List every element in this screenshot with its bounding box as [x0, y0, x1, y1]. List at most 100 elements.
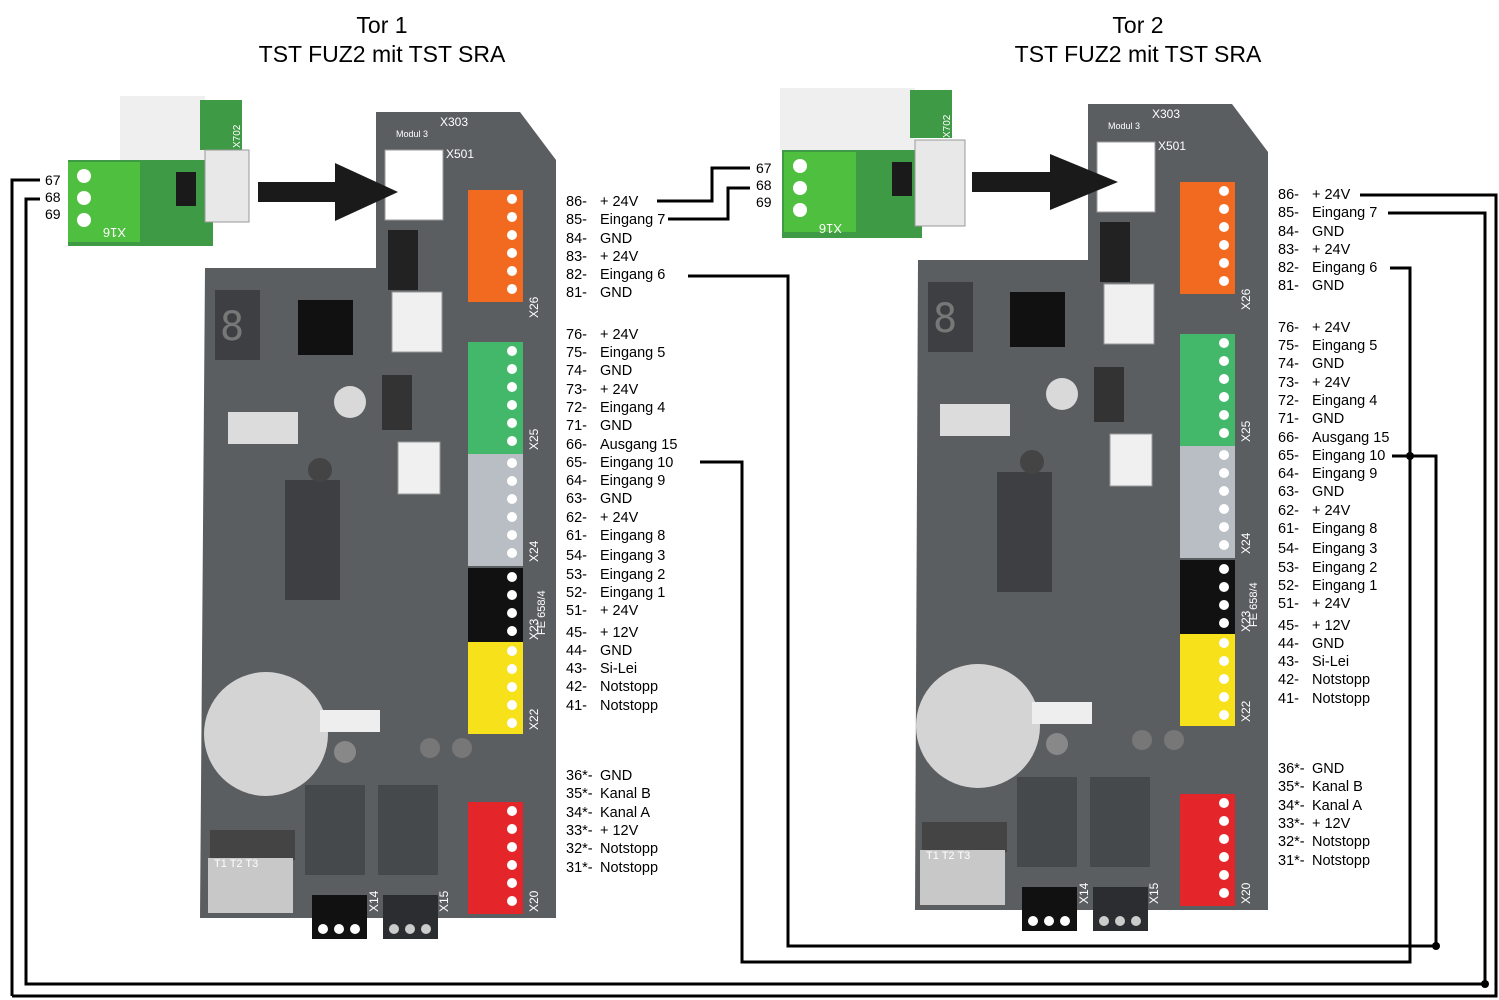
gate2-pin-row: 76- + 24V	[1278, 319, 1389, 337]
gate2-pin-row: 61-Eingang 8	[1278, 520, 1389, 538]
gate2-pin-number: 42-	[1278, 672, 1299, 689]
gate2-pin-row: 82-Eingang 6	[1278, 259, 1389, 277]
wire-t1-82-to-t2-66	[688, 274, 1438, 948]
gate1-cpu	[298, 300, 353, 355]
gate2-label-fe: FE 658/4	[1248, 582, 1260, 627]
wire-junction-3	[1481, 980, 1489, 988]
gate1-pin-label: Notstopp	[600, 679, 659, 696]
gate2-label-x501: X501	[1158, 139, 1186, 153]
gate1-pin-number: 61-	[566, 528, 587, 545]
gate2-pin-row: 75-Eingang 5	[1278, 337, 1389, 355]
gate2-terminal-x26: X26	[1180, 182, 1253, 310]
gate2-pin-row: 52-Eingang 1	[1278, 577, 1389, 595]
gate2-pin-row: 45-+ 12V	[1278, 617, 1389, 635]
gate2-terminal-x23: X23	[1180, 560, 1253, 634]
gate1-pin-number: 54-	[566, 548, 587, 565]
gate2-pin-number: 61-	[1278, 521, 1299, 538]
gate2-pin-label: + 24V	[1312, 319, 1351, 336]
gate2-terminal-67: 67	[756, 160, 772, 176]
gate1-pin-row: 76-+ 24V	[566, 326, 677, 344]
svg-text:8: 8	[933, 296, 957, 342]
gate1-pin-label: Eingang 8	[600, 528, 666, 545]
gate2-pin-label: + 24V	[1312, 241, 1351, 258]
wire-t1-67-to-t2-86	[10, 178, 40, 996]
gate2-label-modul3: Modul 3	[1108, 121, 1140, 131]
gate1-pin-label: + 24V	[600, 326, 639, 343]
gate1-label-x20: X20	[527, 890, 541, 912]
gate2-label-x14: X14	[1077, 882, 1091, 904]
gate2-pin-label: Eingang 7	[1312, 205, 1378, 222]
gate1-terminal-x25: X25	[468, 342, 541, 454]
gate1-pin-number: 85-	[566, 212, 587, 229]
gate2-pin-number: 65-	[1278, 447, 1299, 464]
gate2-pin-row: 86-+ 24V	[1278, 186, 1389, 204]
gate2-pin-row: 84-GND	[1278, 223, 1389, 241]
gate1-radio-module: X702 X16	[68, 96, 250, 246]
gate2-label-x303: X303	[1152, 107, 1180, 121]
gate2-pin-number: 74-	[1278, 356, 1299, 373]
gate2-pin-number: 81-	[1278, 278, 1299, 295]
gate2-pin-number: 31*-	[1278, 852, 1305, 869]
gate2-pin-row: 31*- Notstopp	[1278, 852, 1389, 870]
wire-t1-86-to-t2-67	[657, 166, 750, 203]
gate1-pin-label: + 24V	[600, 381, 639, 398]
gate2-pin-number: 63-	[1278, 484, 1299, 501]
gate1-pin-label: GND	[600, 418, 633, 435]
gate1-label-x14: X14	[367, 890, 381, 912]
gate1-pin-label: Kanal B	[600, 786, 651, 803]
gate1-terminal-x24: X24	[468, 454, 541, 566]
gate2-pin-number: 45-	[1278, 617, 1299, 634]
gate2-terminal-x25: X25	[1180, 334, 1253, 446]
gate2-pin-label: Kanal B	[1312, 779, 1363, 796]
gate2-pin-row: 83-+ 24V	[1278, 241, 1389, 259]
gate1-pin-row: 36*-GND	[566, 767, 677, 785]
gate2-label-x15: X15	[1147, 882, 1161, 904]
gate1-pin-label: GND	[600, 285, 633, 302]
gate2-pin-label: Notstopp	[1312, 672, 1371, 689]
gate1-pin-number: 51-	[566, 603, 587, 620]
gate1-pin-row: 73-+ 24V	[566, 381, 677, 399]
gate1-pin-number: 35*-	[566, 786, 593, 803]
gate1-terminal-67: 67	[45, 172, 61, 188]
gate1-pin-row: 84-GND	[566, 230, 677, 248]
gate2-pin-row: 73-+ 24V	[1278, 374, 1389, 392]
gate2-pin-row: 44-GND	[1278, 635, 1389, 653]
gate2-pin-number: 32*-	[1278, 834, 1305, 851]
gate1-pin-number: 82-	[566, 267, 587, 284]
gate2-pin-number: 72-	[1278, 392, 1299, 409]
gate1-pin-row: 33*-+ 12V	[566, 822, 677, 840]
gate1-pin-label: + 12V	[600, 822, 639, 839]
gate2-pin-row: 41-Notstopp	[1278, 690, 1389, 708]
gate1-pin-number: 83-	[566, 248, 587, 265]
gate1-pin-number: 74-	[566, 363, 587, 380]
gate2-pin-label: Notstopp	[1312, 852, 1371, 869]
gate1-pin-number: 81-	[566, 285, 587, 302]
gate2-label-x20: X20	[1239, 882, 1253, 904]
gate1-pin-label: Eingang 3	[600, 548, 666, 565]
gate1-pin-label: Kanal A	[600, 804, 650, 821]
gate2-pin-label: Eingang 4	[1312, 392, 1378, 409]
gate2-radio-module: X702 X16	[780, 88, 966, 238]
wire-t1-85-to-t2-68	[668, 186, 750, 221]
gate2-pin-number: 66-	[1278, 429, 1299, 446]
gate1-pin-row: 65-Eingang 10	[566, 454, 677, 472]
gate2-terminal-68: 68	[756, 177, 772, 193]
gate1-pin-number: 52-	[566, 584, 587, 601]
gate1-pin-label: GND	[600, 768, 633, 785]
gate2-pin-row: 35*-Kanal B	[1278, 778, 1389, 796]
wire-junction-1	[1432, 942, 1440, 950]
gate1-pin-row: 85-Eingang 7	[566, 211, 677, 229]
gate2-pin-number: 76-	[1278, 319, 1299, 336]
gate1-pin-row: 75-Eingang 5	[566, 344, 677, 362]
gate1-pin-label: Eingang 9	[600, 473, 666, 490]
gate2-pin-label: Eingang 6	[1312, 260, 1378, 277]
gate1-module-terminals: 67 68 69	[45, 172, 61, 223]
gate2-pin-row: 85-Eingang 7	[1278, 204, 1389, 222]
gate2-pin-number: 51-	[1278, 596, 1299, 613]
gate1-pin-number: 72-	[566, 399, 587, 416]
gate1-pin-label: Notstopp	[600, 841, 659, 858]
gate2-relay-label: T1 T2 T3	[926, 850, 970, 862]
